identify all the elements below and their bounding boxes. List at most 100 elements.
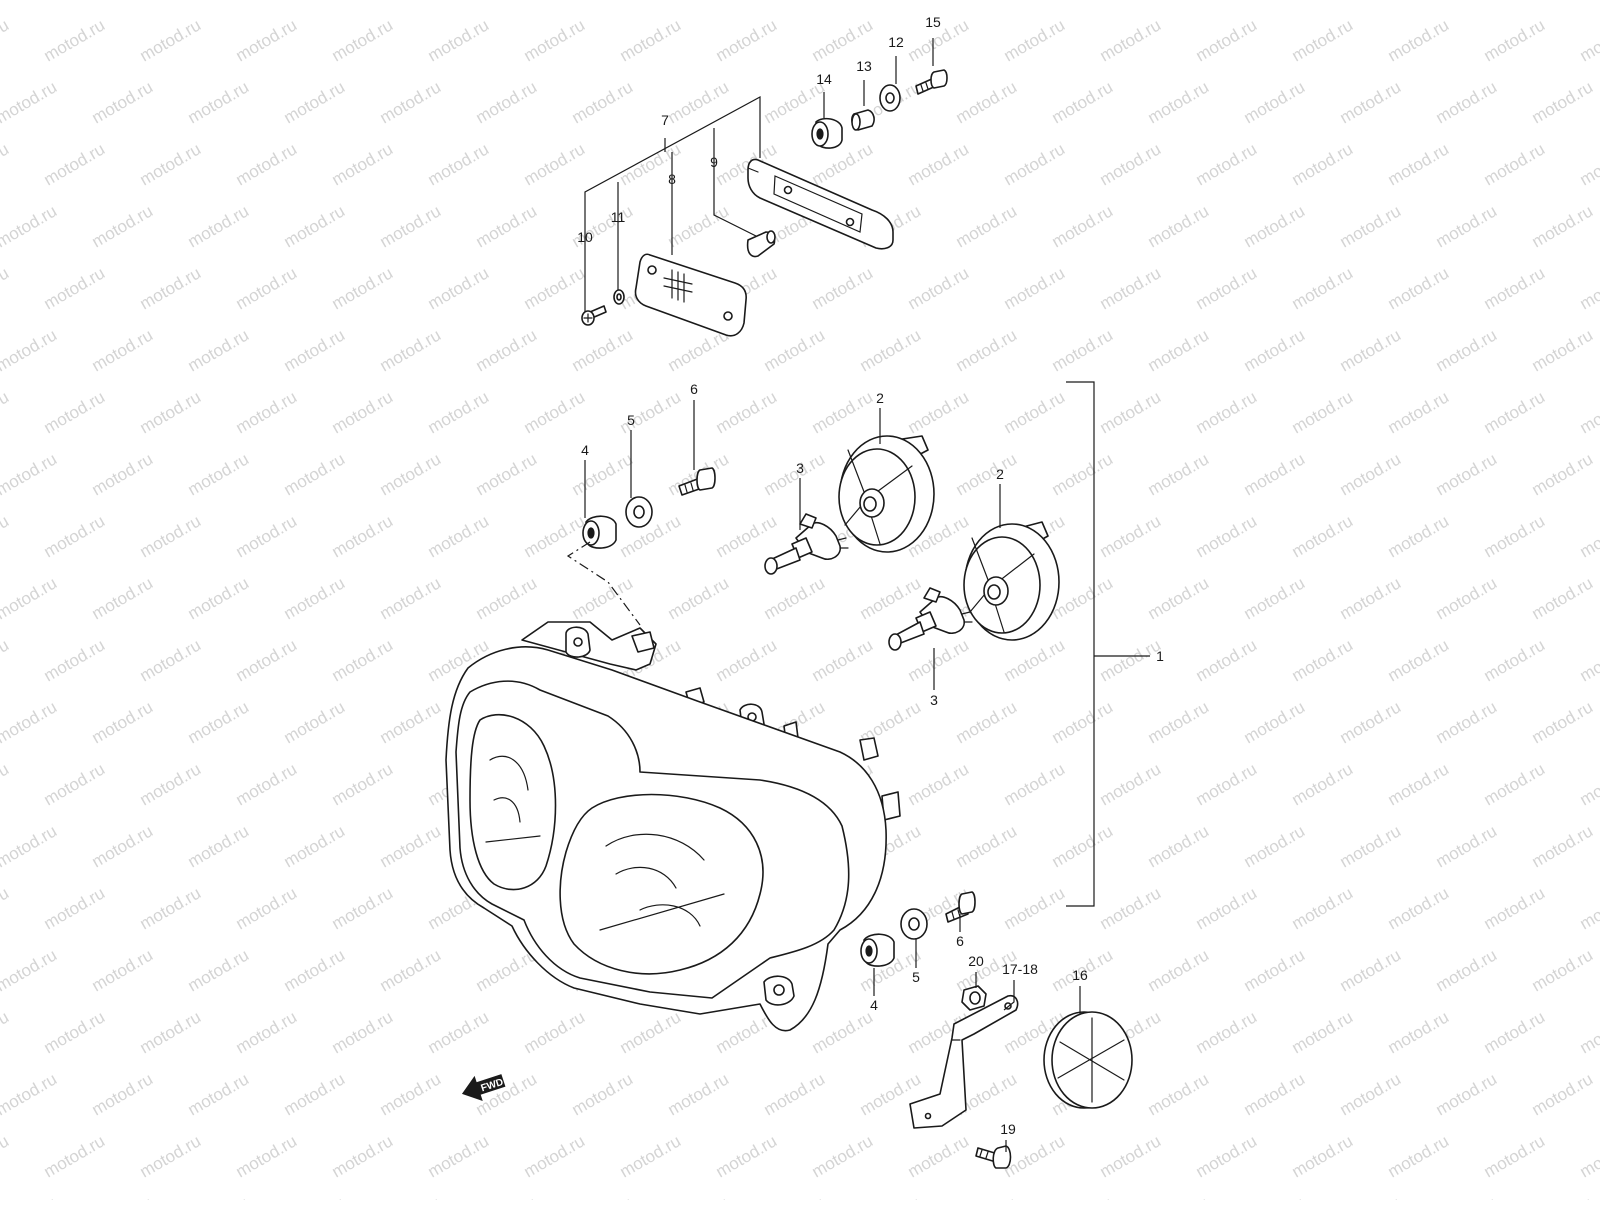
watermark-text: motod.ru	[329, 15, 397, 65]
watermark-text: motod.ru	[425, 1007, 493, 1057]
watermark-text: motod.ru	[1289, 139, 1357, 189]
watermark-text: motod.ru	[1385, 635, 1453, 685]
callout-14: 14	[816, 71, 832, 87]
watermark-text: motod.ru	[1529, 201, 1597, 251]
watermark-text: motod.ru	[137, 511, 205, 561]
watermark-text: motod.ru	[1145, 0, 1213, 3]
watermark-text: motod.ru	[473, 449, 541, 499]
watermark-text: motod.ru	[233, 759, 301, 809]
watermark-text: motod.ru	[1193, 387, 1261, 437]
watermark-text: motod.ru	[521, 139, 589, 189]
watermark-text: motod.ru	[329, 387, 397, 437]
watermark-text: motod.ru	[857, 325, 925, 375]
watermark-text: motod.ru	[1241, 573, 1309, 623]
watermark-text: motod.ru	[41, 883, 109, 933]
watermark-text: motod.ru	[41, 511, 109, 561]
watermark-text: motod.ru	[1385, 1131, 1453, 1181]
watermark-text: motod.ru	[137, 1007, 205, 1057]
grommet-14	[812, 119, 842, 148]
watermark-text: motod.ru	[665, 201, 733, 251]
watermark-text: motod.ru	[233, 635, 301, 685]
watermark-text: motod.ru	[1145, 821, 1213, 871]
watermark-text: motod.ru	[185, 821, 253, 871]
watermark-text: motod.ru	[0, 511, 12, 561]
callout-4-lower: 4	[870, 997, 878, 1013]
watermark-text: motod.ru	[425, 1131, 493, 1181]
watermark-text: motod.ru	[329, 635, 397, 685]
watermark-text: motod.ru	[1577, 263, 1600, 313]
watermark-text: motod.ru	[569, 573, 637, 623]
watermark-text: motod.ru	[377, 697, 445, 747]
watermark-text: motod.ru	[1289, 1007, 1357, 1057]
watermark-text: motod.ru	[233, 263, 301, 313]
watermark-text: motod.ru	[1433, 821, 1501, 871]
collar-13	[852, 110, 874, 130]
watermark-text: motod.ru	[1001, 15, 1069, 65]
watermark-text: motod.ru	[1001, 139, 1069, 189]
watermark-text: motod.ru	[1097, 883, 1165, 933]
watermark-text: motod.ru	[0, 1131, 12, 1181]
callout-19: 19	[1000, 1121, 1016, 1137]
callout-9: 9	[710, 154, 718, 170]
watermark-text: motod.ru	[1049, 77, 1117, 127]
watermark-text: motod.ru	[1337, 1069, 1405, 1119]
watermark-text: motod.ru	[1289, 15, 1357, 65]
watermark-text: motod.ru	[1241, 697, 1309, 747]
watermark-text: motod.ru	[713, 511, 781, 561]
watermark-text: motod.ru	[1481, 387, 1549, 437]
watermark-text: motod.ru	[1241, 1069, 1309, 1119]
watermark-text: motod.ru	[569, 1069, 637, 1119]
watermark-text: motod.ru	[0, 573, 60, 623]
grommet-4-lower	[861, 934, 894, 966]
watermark-text: motod.ru	[137, 387, 205, 437]
watermark-text: motod.ru	[377, 449, 445, 499]
watermark-text: motod.ru	[1145, 325, 1213, 375]
watermark-text: motod.ru	[905, 139, 973, 189]
watermark-text: motod.ru	[1289, 759, 1357, 809]
watermark-text: motod.ru	[1385, 15, 1453, 65]
watermark-text: motod.ru	[857, 573, 925, 623]
watermark-text: motod.ru	[1097, 1131, 1165, 1181]
watermark-text: motod.ru	[425, 139, 493, 189]
watermark-text: motod.ru	[41, 1007, 109, 1057]
watermark-text: motod.ru	[1337, 325, 1405, 375]
watermark-text: motod.ru	[761, 0, 829, 3]
watermark-text: motod.ru	[1289, 883, 1357, 933]
watermark-text: motod.ru	[473, 77, 541, 127]
watermark-text: motod.ru	[0, 945, 60, 995]
watermark-text: motod.ru	[1337, 821, 1405, 871]
watermark-text: motod.ru	[953, 1193, 1021, 1200]
watermark-text: motod.ru	[1337, 0, 1405, 3]
watermark-text: motod.ru	[1049, 449, 1117, 499]
watermark-text: motod.ru	[1529, 0, 1597, 3]
watermark-text: motod.ru	[1385, 511, 1453, 561]
watermark-text: motod.ru	[953, 77, 1021, 127]
watermark-text: motod.ru	[137, 139, 205, 189]
watermark-text: motod.ru	[1433, 573, 1501, 623]
watermark-text: motod.ru	[1577, 635, 1600, 685]
watermark-text: motod.ru	[41, 387, 109, 437]
watermark-text: motod.ru	[1577, 883, 1600, 933]
watermark-text: motod.ru	[1481, 1007, 1549, 1057]
watermark-text: motod.ru	[233, 139, 301, 189]
watermark-text: motod.ru	[1193, 1007, 1261, 1057]
watermark-text: motod.ru	[89, 201, 157, 251]
watermark-text: motod.ru	[1385, 883, 1453, 933]
watermark-text: motod.ru	[809, 1007, 877, 1057]
watermark-text: motod.ru	[1337, 573, 1405, 623]
watermark-text: motod.ru	[1385, 139, 1453, 189]
callout-11: 11	[611, 209, 626, 225]
watermark-text: motod.ru	[185, 0, 253, 3]
watermark-text: motod.ru	[0, 759, 12, 809]
washer-12	[880, 85, 900, 111]
watermark-text: motod.ru	[137, 883, 205, 933]
watermark-text: motod.ru	[521, 1007, 589, 1057]
watermark-text: motod.ru	[185, 1069, 253, 1119]
watermark-text: motod.ru	[617, 1131, 685, 1181]
watermark-text: motod.ru	[569, 449, 637, 499]
watermark-text: motod.ru	[185, 697, 253, 747]
watermark-text: motod.ru	[1001, 387, 1069, 437]
bulb-socket-2-upper	[839, 436, 934, 552]
